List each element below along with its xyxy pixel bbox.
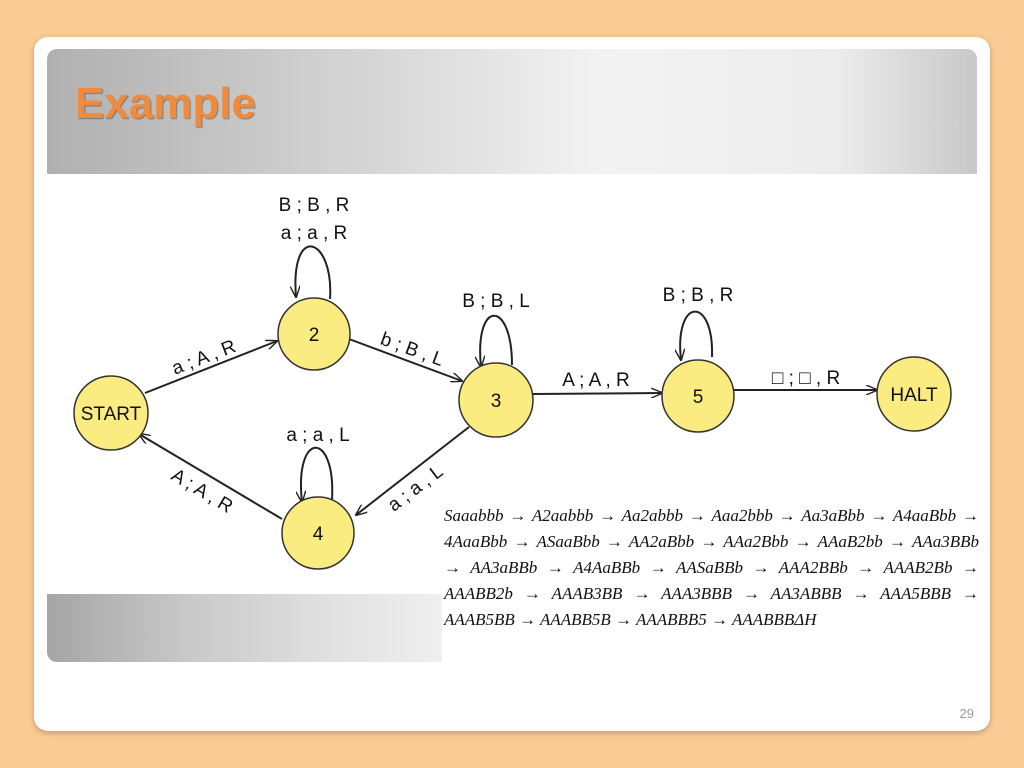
state-4: 4 bbox=[281, 496, 355, 570]
states: START 2 3 4 5 HALT bbox=[73, 297, 952, 570]
label-start-to-2: a ; A , R bbox=[169, 336, 239, 379]
edge-2-to-3 bbox=[348, 338, 462, 381]
svg-text:START: START bbox=[81, 404, 142, 425]
state-halt: HALT bbox=[876, 356, 952, 432]
edge-3-to-4 bbox=[356, 426, 470, 515]
page-number: 29 bbox=[959, 706, 974, 721]
derivation-text: Saaabbb → A2aabbb → Aa2abbb → Aaa2bbb → … bbox=[444, 503, 979, 633]
edge-3-to-5 bbox=[532, 393, 662, 394]
header-band: Example bbox=[47, 49, 977, 174]
label-5-to-halt: □ ; □ , R bbox=[772, 368, 840, 389]
state-2: 2 bbox=[277, 297, 351, 371]
turing-machine-diagram: START 2 3 4 5 HALT bbox=[73, 195, 952, 570]
transition-labels: a ; A , R B ; B , R a ; a , R b ; B , L … bbox=[167, 195, 840, 518]
loop-4 bbox=[301, 446, 334, 502]
slide: Example START bbox=[34, 37, 990, 731]
state-3: 3 bbox=[458, 362, 534, 438]
svg-text:3: 3 bbox=[491, 391, 502, 412]
label-loop-4: a ; a , L bbox=[286, 425, 349, 446]
edge-start-to-2 bbox=[144, 341, 277, 394]
label-3-to-5: A ; A , R bbox=[562, 370, 630, 391]
loop-3 bbox=[480, 314, 513, 367]
label-loop-3: B ; B , L bbox=[462, 291, 530, 312]
loop-2 bbox=[295, 245, 332, 300]
state-5: 5 bbox=[661, 359, 735, 433]
label-loop-2-top: B ; B , R bbox=[279, 195, 350, 216]
footer-band bbox=[47, 594, 442, 662]
state-start: START bbox=[73, 375, 149, 451]
edges bbox=[139, 245, 877, 520]
label-2-to-3: b ; B , L bbox=[378, 329, 447, 371]
edge-4-to-start bbox=[139, 434, 283, 520]
label-loop-5: B ; B , R bbox=[663, 285, 734, 306]
svg-text:HALT: HALT bbox=[890, 385, 938, 406]
svg-text:2: 2 bbox=[309, 325, 320, 346]
svg-text:5: 5 bbox=[693, 387, 704, 408]
slide-title: Example bbox=[75, 79, 256, 128]
loop-5 bbox=[680, 310, 714, 360]
label-4-to-start: A ; A , R bbox=[167, 465, 236, 518]
label-loop-2-bottom: a ; a , R bbox=[281, 223, 348, 244]
svg-text:4: 4 bbox=[313, 524, 324, 545]
